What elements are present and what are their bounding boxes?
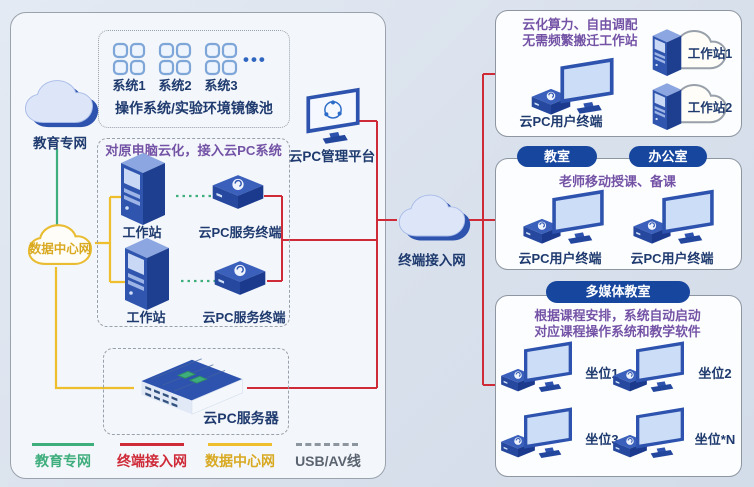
- office-pill: 办公室: [629, 146, 707, 167]
- legend-label-usb: USB/AV线: [295, 453, 361, 469]
- ellipsis-dots: •••: [243, 50, 267, 69]
- multimedia-classroom-pill: 多媒体教室: [546, 281, 690, 303]
- system3-label: 系统3: [204, 78, 238, 93]
- panel3-caption-line2: 对应课程操作系统和教学软件: [534, 324, 701, 339]
- panel3-caption-line1: 根据课程安排，系统自动启动: [534, 308, 701, 323]
- service-terminal-label-2: 云PC服务终端: [202, 310, 286, 325]
- classroom-pill: 教室: [517, 146, 597, 167]
- cloudize-box: [97, 138, 290, 327]
- usb-av-links: [176, 194, 215, 283]
- legend-line-edu: [32, 443, 94, 446]
- seat1-monitor-icon: [518, 338, 578, 394]
- seat3-monitor-icon: [518, 404, 578, 460]
- server-box: [103, 348, 289, 435]
- legend-label-datacenter: 数据中心网: [205, 453, 275, 469]
- user-terminal-monitor-icon-p2b: [656, 186, 720, 246]
- legend-line-usb: [296, 443, 358, 446]
- legend-line-datacenter: [208, 443, 272, 446]
- workstation1-tower-icon: [648, 26, 686, 78]
- access-network-cloud-icon: [392, 186, 472, 246]
- workstation-label-2: 工作站: [126, 310, 166, 325]
- cloudpc-server-label: 云PC服务器: [203, 410, 279, 426]
- access-network-label: 终端接入网: [398, 253, 466, 268]
- seatN-monitor-icon: [630, 404, 690, 460]
- workstation-tower-icon-2: [118, 233, 176, 313]
- edu-network-cloud-icon: [18, 72, 100, 132]
- panel1-caption-line2: 无需频繁搬迁工作站: [522, 33, 638, 48]
- system1-label: 系统1: [112, 78, 146, 93]
- seat2-monitor-icon: [630, 338, 690, 394]
- workstation2-label: 工作站2: [687, 101, 733, 115]
- workstation2-tower-icon: [648, 80, 686, 132]
- user-terminal-label-p2b: 云PC用户终端: [630, 251, 714, 266]
- cloudpc-mgmt-monitor-icon: [302, 84, 364, 146]
- legend-line-access: [120, 443, 184, 446]
- system3-grid-icon: [204, 42, 238, 76]
- cloudpc-mgmt-label: 云PC管理平台: [288, 149, 376, 164]
- datacenter-network-lines: [54, 195, 134, 390]
- cloudpc-service-terminal-icon-1: [208, 170, 268, 212]
- workstation-label-1: 工作站: [122, 225, 162, 240]
- terminal-access-lines: [247, 73, 496, 389]
- legend-label-access: 终端接入网: [117, 453, 187, 469]
- workstation-tower-icon-1: [114, 148, 172, 228]
- seat2-label: 坐位2: [698, 366, 732, 381]
- edu-network-label: 教育专网: [33, 136, 87, 151]
- user-terminal-label-p2a: 云PC用户终端: [518, 251, 602, 266]
- cloudize-title: 对原电脑云化，接入云PC系统: [105, 143, 282, 158]
- service-terminal-label-1: 云PC服务终端: [198, 225, 282, 240]
- system1-grid-icon: [112, 42, 146, 76]
- mirror-pool-box: [98, 30, 290, 128]
- seat1-label: 坐位1: [585, 366, 619, 381]
- user-terminal-monitor-icon-p2a: [546, 186, 610, 246]
- panel2-subtitle: 老师移动授课、备课: [558, 174, 676, 189]
- seatN-label: 坐位*N: [694, 432, 736, 447]
- user-terminal-monitor-icon-p1: [554, 54, 620, 116]
- system2-grid-icon: [158, 42, 192, 76]
- cloudpc-service-terminal-icon-2: [210, 256, 270, 298]
- datacenter-network-label: 数据中心网: [28, 242, 92, 256]
- workstation1-label: 工作站1: [687, 47, 733, 61]
- user-terminal-label-p1: 云PC用户终端: [519, 114, 603, 129]
- system2-label: 系统2: [158, 78, 192, 93]
- mirror-pool-title: 操作系统/实验环境镜像池: [115, 100, 273, 116]
- seat3-label: 坐位3: [585, 432, 619, 447]
- panel1-caption-line1: 云化算力、自由调配: [522, 17, 638, 32]
- legend-label-edu: 教育专网: [35, 453, 91, 469]
